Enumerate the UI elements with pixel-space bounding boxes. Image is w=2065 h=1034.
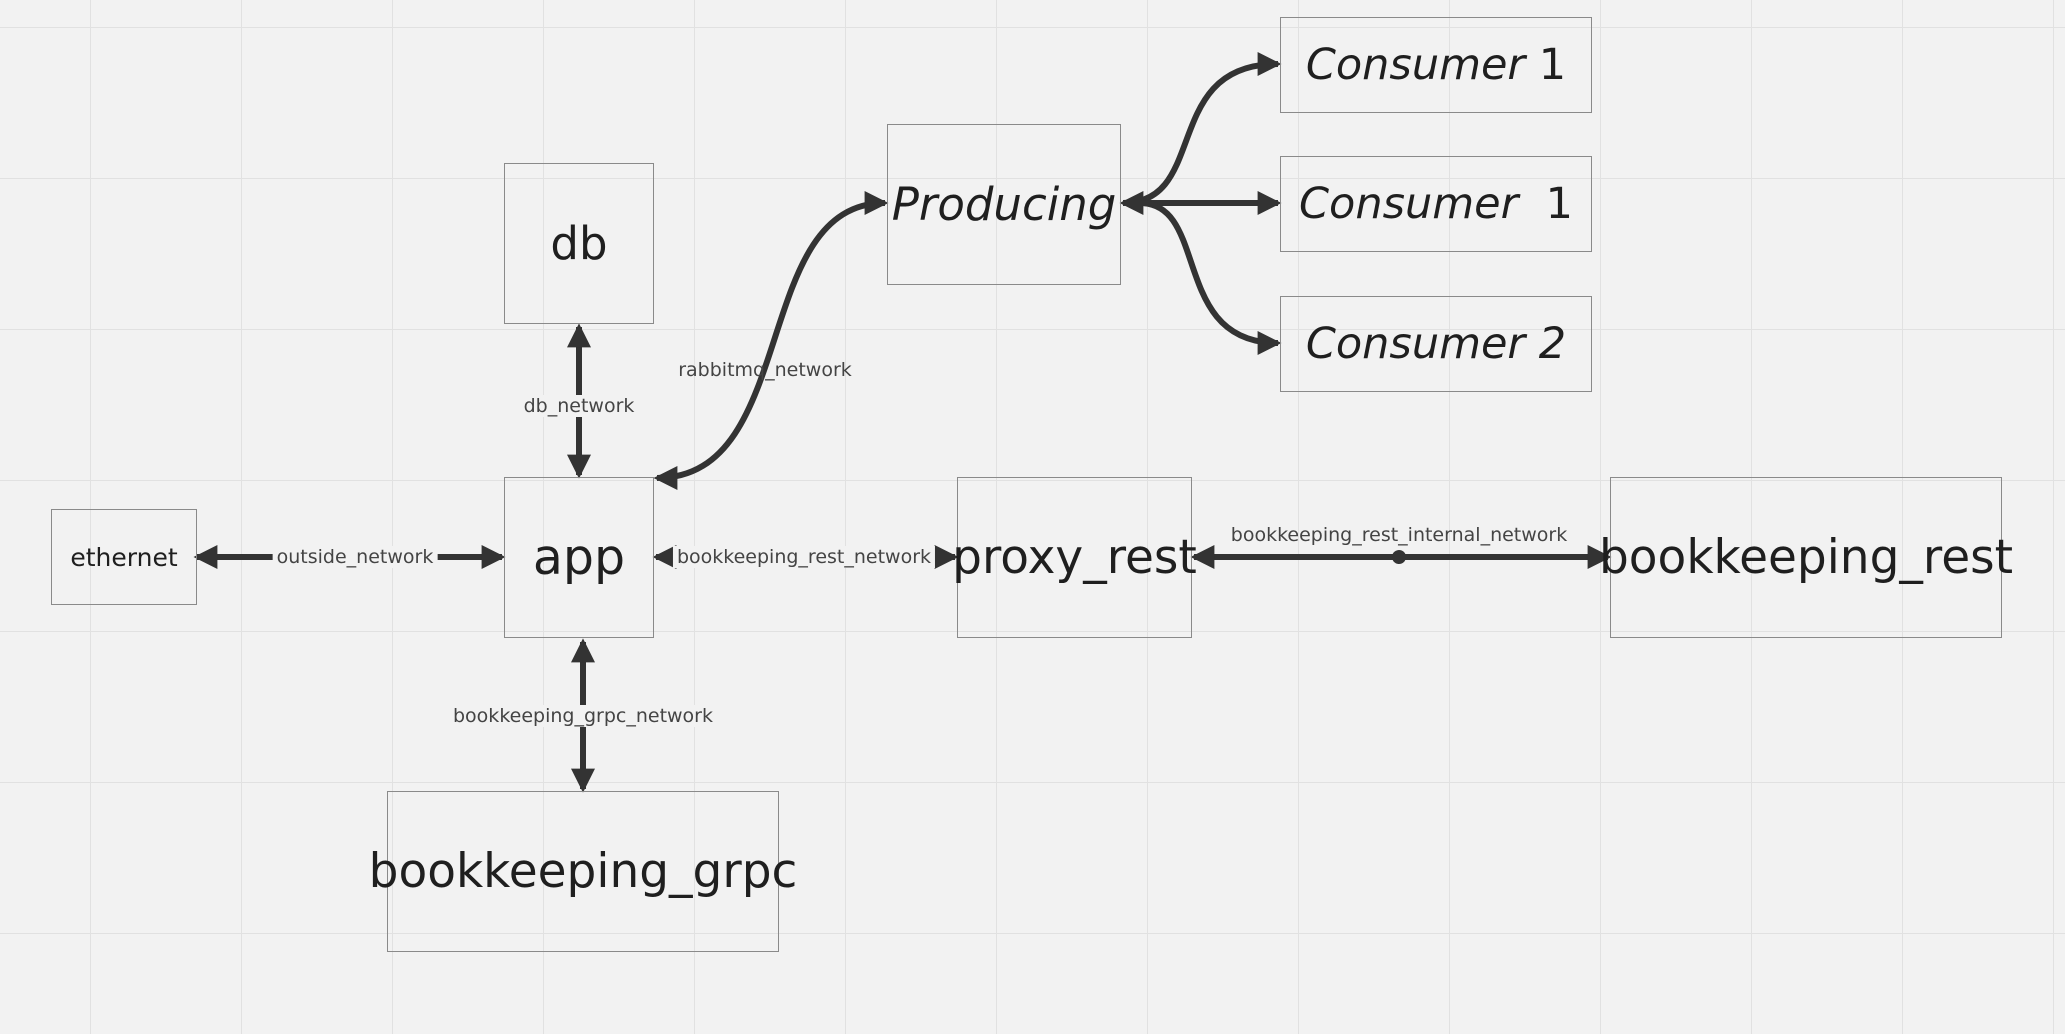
fanout-connector-consumer-c[interactable] — [1139, 200, 1282, 355]
consumer-node-2-word: Consumer — [1299, 179, 1519, 229]
bookkeeping-grpc-network-label: bookkeeping_grpc_network — [449, 705, 717, 727]
producing-node[interactable]: Producing — [887, 124, 1121, 285]
proxy-rest-node[interactable]: proxy_rest — [952, 477, 1197, 638]
app-label: app — [532, 529, 626, 586]
db-network-label: db_network — [519, 395, 639, 417]
bookkeeping-grpc-label: bookkeeping_grpc — [368, 844, 798, 899]
consumer-node-3-word: Consumer 2 — [1305, 319, 1567, 369]
consumer-node-1-word: Consumer — [1305, 40, 1526, 90]
db-label: db — [550, 217, 608, 270]
consumer-node-2-number: 1 — [1545, 179, 1573, 229]
bookkeeping-rest-label: bookkeeping_rest — [1598, 530, 2014, 585]
consumer-node-2[interactable]: Consumer 1 — [1280, 156, 1592, 252]
connector-midpoint-dot[interactable] — [1392, 550, 1406, 564]
producing-label: Producing — [891, 178, 1117, 231]
ethernet-label: ethernet — [70, 542, 178, 572]
rabbitmq-network-label: rabbitmq_network — [678, 359, 852, 381]
consumer-node-1[interactable]: Consumer 1 — [1280, 17, 1592, 113]
consumer-node-3-label: Consumer 2 — [1306, 319, 1566, 369]
consumer-node-1-label: Consumer 1 — [1306, 40, 1566, 90]
consumer-node-3[interactable]: Consumer 2 — [1280, 296, 1592, 392]
consumer-node-2-label: Consumer 1 — [1299, 179, 1573, 229]
fanout-connector-consumer-a[interactable] — [1119, 52, 1282, 215]
bookkeeping-grpc-node[interactable]: bookkeeping_grpc — [369, 791, 797, 952]
bookkeeping-rest-network-label: bookkeeping_rest_network — [672, 546, 936, 568]
bookkeeping-rest-internal-network-label: bookkeeping_rest_internal_network — [1230, 524, 1568, 546]
bookkeeping-rest-node[interactable]: bookkeeping_rest — [1599, 477, 2013, 638]
rabbitmq-network-connector[interactable] — [653, 191, 889, 490]
db-node[interactable]: db — [504, 163, 654, 324]
app-node[interactable]: app — [504, 477, 654, 638]
proxy-rest-label: proxy_rest — [952, 530, 1197, 585]
consumer-node-1-number: 1 — [1538, 40, 1567, 90]
ethernet-node[interactable]: ethernet — [51, 509, 197, 605]
outside-network-label: outside_network — [272, 546, 438, 568]
